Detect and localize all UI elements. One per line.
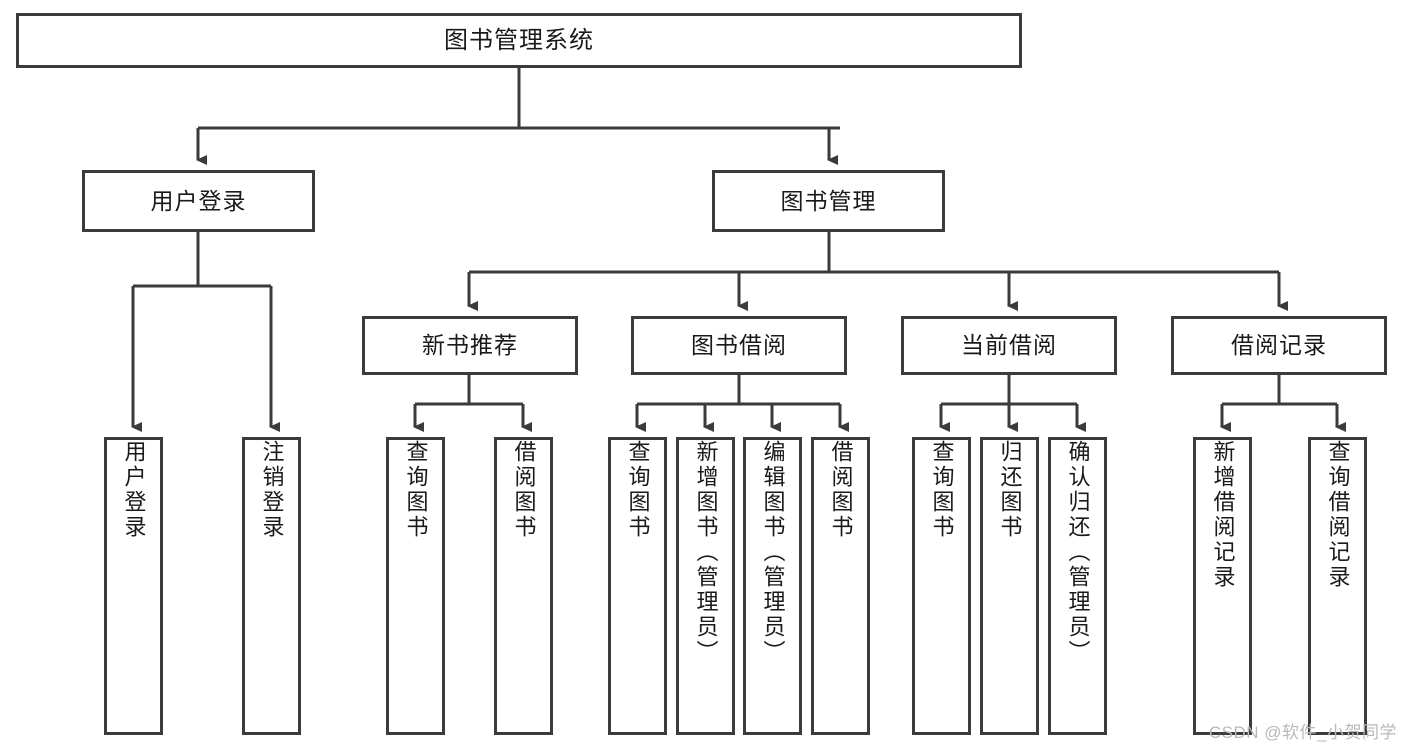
- leaf-book-borrow-query[interactable]: 查询图书: [608, 437, 667, 735]
- leaf-new-book-query[interactable]: 查询图书: [386, 437, 445, 735]
- leaf-new-book-borrow[interactable]: 借阅图书: [494, 437, 553, 735]
- node-current-borrow-label: 当前借阅: [961, 332, 1057, 359]
- leaf-new-book-query-label: 查询图书: [403, 440, 429, 540]
- node-new-book-recommend[interactable]: 新书推荐: [362, 316, 578, 375]
- leaf-user-login-login-label: 用户登录: [121, 440, 147, 540]
- leaf-book-borrow-add[interactable]: 新增图书（管理员）: [676, 437, 735, 735]
- node-root[interactable]: 图书管理系统: [16, 13, 1022, 68]
- node-book-borrow[interactable]: 图书借阅: [631, 316, 847, 375]
- csdn-watermark: CSDN @软件_小贺同学: [1208, 723, 1397, 742]
- leaf-current-borrow-query[interactable]: 查询图书: [912, 437, 971, 735]
- node-borrow-record[interactable]: 借阅记录: [1171, 316, 1387, 375]
- node-current-borrow[interactable]: 当前借阅: [901, 316, 1117, 375]
- leaf-user-login-logout[interactable]: 注销登录: [242, 437, 301, 735]
- leaf-new-book-borrow-label: 借阅图书: [511, 440, 537, 540]
- leaf-borrow-record-query[interactable]: 查询借阅记录: [1308, 437, 1367, 735]
- node-new-book-recommend-label: 新书推荐: [422, 332, 518, 359]
- leaf-current-borrow-query-label: 查询图书: [929, 440, 955, 540]
- node-root-label: 图书管理系统: [444, 26, 594, 54]
- leaf-borrow-record-add-label: 新增借阅记录: [1210, 440, 1236, 590]
- node-borrow-record-label: 借阅记录: [1231, 332, 1327, 359]
- node-user-login[interactable]: 用户登录: [82, 170, 315, 232]
- leaf-borrow-record-add[interactable]: 新增借阅记录: [1193, 437, 1252, 735]
- node-book-manage-label: 图书管理: [780, 187, 877, 214]
- leaf-current-borrow-return-label: 归还图书: [997, 440, 1023, 540]
- node-book-borrow-label: 图书借阅: [691, 332, 787, 359]
- leaf-current-borrow-confirm-label: 确认归还（管理员）: [1065, 440, 1091, 665]
- node-book-manage[interactable]: 图书管理: [712, 170, 945, 232]
- leaf-borrow-record-query-label: 查询借阅记录: [1325, 440, 1351, 590]
- leaf-book-borrow-add-label: 新增图书（管理员）: [693, 440, 719, 665]
- leaf-book-borrow-query-label: 查询图书: [625, 440, 651, 540]
- leaf-current-borrow-confirm[interactable]: 确认归还（管理员）: [1048, 437, 1107, 735]
- leaf-book-borrow-borrow[interactable]: 借阅图书: [811, 437, 870, 735]
- leaf-user-login-logout-label: 注销登录: [259, 440, 285, 540]
- leaf-book-borrow-edit[interactable]: 编辑图书（管理员）: [743, 437, 802, 735]
- leaf-current-borrow-return[interactable]: 归还图书: [980, 437, 1039, 735]
- leaf-book-borrow-borrow-label: 借阅图书: [828, 440, 854, 540]
- node-user-login-label: 用户登录: [150, 187, 247, 214]
- leaf-user-login-login[interactable]: 用户登录: [104, 437, 163, 735]
- leaf-book-borrow-edit-label: 编辑图书（管理员）: [760, 440, 786, 665]
